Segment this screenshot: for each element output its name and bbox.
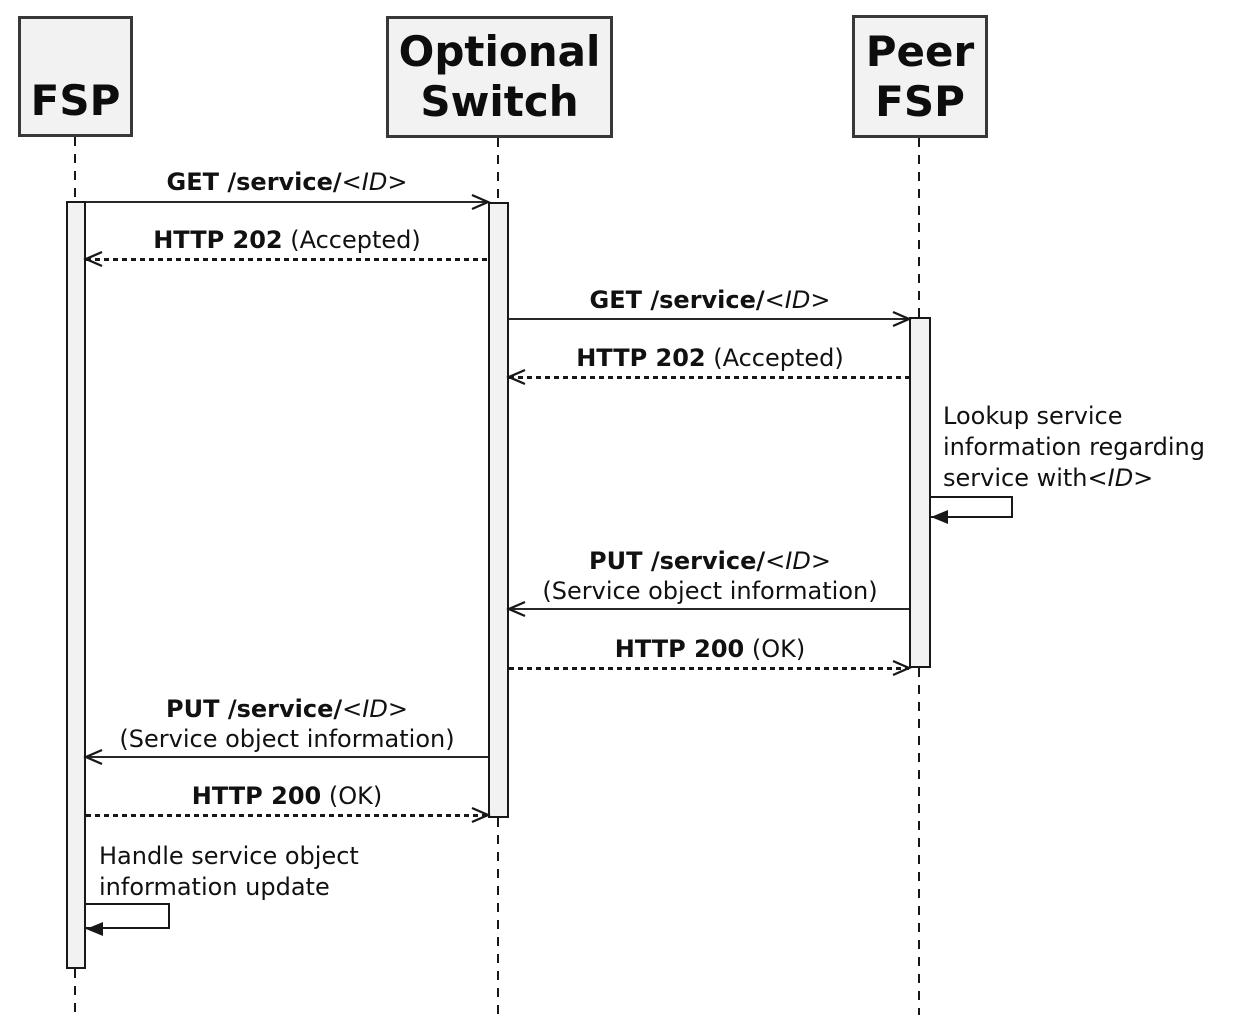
note-line: information regarding	[943, 433, 1205, 461]
message-text: (OK)	[321, 782, 383, 810]
message-http200-fsp-to-switch: HTTP 200 (OK)	[37, 781, 537, 811]
activation-peer	[909, 317, 931, 668]
message-text: GET /service/	[589, 286, 765, 314]
message-text: (Accepted)	[282, 226, 421, 254]
message-text: (Accepted)	[705, 344, 844, 372]
participant-switch-label-line1: Optional	[398, 27, 601, 76]
note-line: service with	[943, 464, 1088, 492]
message-put-peer-to-switch: PUT /service/<ID> (Service object inform…	[460, 546, 960, 606]
arrowhead-open-right-icon	[892, 659, 912, 677]
arrowhead-filled-left-icon	[931, 510, 948, 524]
lifeline-peer-bottom	[918, 668, 920, 1015]
message-id-placeholder: <ID>	[341, 168, 408, 196]
message-text: (Service object information)	[542, 577, 878, 605]
message-get-fsp-to-switch: GET /service/<ID>	[37, 167, 537, 197]
activation-fsp	[66, 201, 86, 969]
lifeline-fsp-bottom	[74, 969, 76, 1015]
message-text: (OK)	[744, 635, 806, 663]
note-line: Lookup service	[943, 402, 1123, 430]
participant-peer-label-line2: FSP	[875, 76, 965, 126]
note-line: information update	[99, 873, 330, 901]
message-text: HTTP 202	[153, 226, 283, 254]
arrow-line	[509, 318, 909, 320]
note-id-placeholder: <ID>	[1087, 464, 1154, 492]
arrow-line	[509, 608, 909, 610]
participant-fsp-label: FSP	[30, 76, 121, 125]
message-text: PUT /service/	[166, 695, 343, 723]
participant-fsp: FSP	[18, 16, 133, 137]
arrowhead-open-left-icon	[83, 748, 103, 766]
message-text: PUT /service/	[589, 547, 766, 575]
self-message-handle-text: Handle service object information update	[99, 841, 359, 903]
participant-peer-label-line1: Peer	[865, 26, 975, 76]
activation-switch	[488, 202, 509, 818]
message-text: HTTP 200	[614, 635, 745, 663]
self-loop-fsp	[86, 903, 170, 929]
message-text: HTTP 202	[576, 344, 706, 372]
lifeline-switch-top	[497, 138, 499, 202]
message-id-placeholder: <ID>	[342, 695, 408, 723]
self-message-lookup-text: Lookup service information regarding ser…	[943, 401, 1205, 494]
lifeline-fsp-top	[74, 137, 76, 201]
arrowhead-open-right-icon	[471, 806, 491, 824]
participant-peer-fsp: Peer FSP	[852, 15, 988, 138]
message-id-placeholder: <ID>	[765, 547, 831, 575]
message-text: GET /service/	[166, 168, 342, 196]
arrowhead-filled-left-icon	[86, 922, 103, 936]
arrowhead-open-left-icon	[506, 600, 526, 618]
message-id-placeholder: <ID>	[764, 286, 831, 314]
arrowhead-open-left-icon	[506, 368, 526, 386]
arrowhead-open-right-icon	[892, 310, 912, 328]
message-http200-switch-to-peer: HTTP 200 (OK)	[460, 634, 960, 664]
participant-optional-switch: Optional Switch	[386, 16, 613, 138]
message-text: (Service object information)	[119, 725, 455, 753]
arrow-line-dashed	[86, 814, 488, 817]
arrow-line	[86, 201, 488, 203]
lifeline-peer-top	[918, 138, 920, 317]
lifeline-switch-bottom	[497, 818, 499, 1015]
arrow-line-dashed	[509, 376, 909, 379]
message-http202-switch-to-fsp: HTTP 202 (Accepted)	[37, 225, 537, 255]
participant-switch-label-line2: Switch	[420, 77, 579, 126]
message-text: HTTP 200	[191, 782, 322, 810]
arrowhead-open-right-icon	[471, 193, 491, 211]
message-http202-peer-to-switch: HTTP 202 (Accepted)	[460, 343, 960, 373]
arrowhead-open-left-icon	[83, 250, 103, 268]
message-put-switch-to-fsp: PUT /service/<ID> (Service object inform…	[37, 694, 537, 754]
arrow-line	[86, 756, 488, 758]
arrow-line-dashed	[86, 258, 488, 261]
arrow-line-dashed	[509, 667, 909, 670]
message-get-switch-to-peer: GET /service/<ID>	[460, 285, 960, 315]
note-line: Handle service object	[99, 842, 359, 870]
self-loop-peer	[931, 496, 1013, 518]
